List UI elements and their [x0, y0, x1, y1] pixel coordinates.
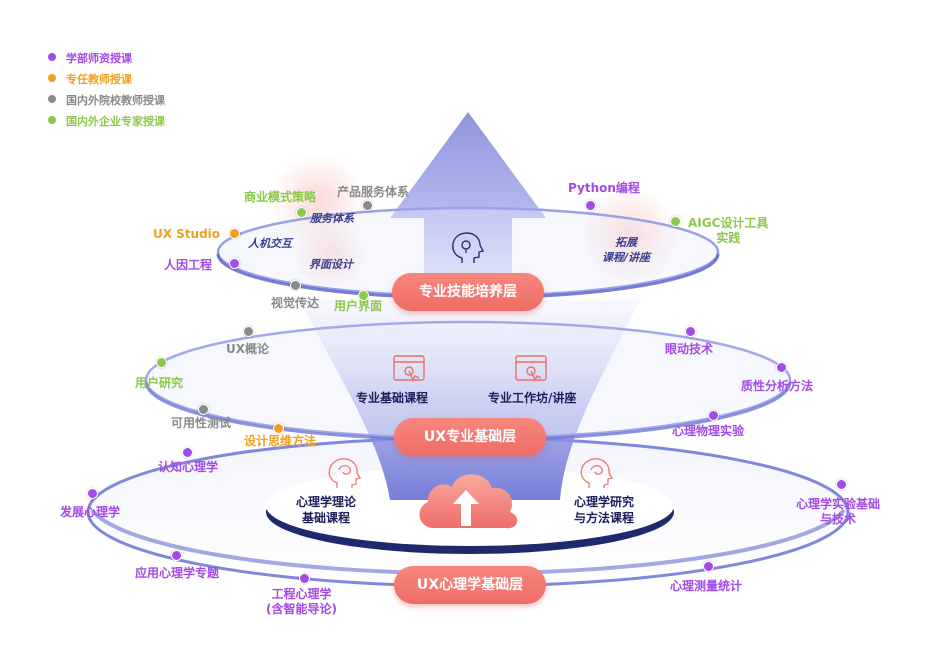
cloud-upload-icon: [419, 474, 518, 529]
course-python: Python编程: [568, 181, 640, 195]
course-cognitive-psychology: 认知心理学: [158, 460, 219, 474]
legend-label: 国内外企业专家授课: [66, 115, 165, 128]
lightbulb-head-icon: [452, 232, 485, 263]
dot-green: [156, 357, 167, 368]
legend-label: 学部师资授课: [66, 52, 132, 65]
course-aigc-tools: AIGC设计工具 实践: [688, 216, 768, 246]
growth-arrow: [390, 112, 546, 300]
aigc-line-2: 实践: [716, 231, 741, 245]
dot-purple: [171, 550, 182, 561]
legend-dot-purple: [48, 53, 56, 61]
engineering-line-2: (含智能导论): [266, 602, 337, 616]
browser-click-icon-left: [393, 355, 425, 382]
label-basic-courses: 专业基础课程: [356, 391, 429, 405]
layer-pill-bottom: UX心理学基础层: [394, 566, 546, 604]
dot-gray: [243, 326, 254, 337]
course-usability-testing: 可用性测试: [171, 416, 232, 430]
dot-purple: [299, 573, 310, 584]
dot-green: [358, 290, 369, 301]
dot-gray: [198, 404, 209, 415]
browser-click-icon-right: [515, 355, 547, 382]
bubble-hci: 人机交互: [248, 237, 292, 250]
extension-line-1: 拓展: [615, 236, 638, 249]
course-developmental-psychology: 发展心理学: [60, 505, 121, 519]
layer-pill-middle: UX专业基础层: [394, 418, 546, 456]
bubble-extension: 拓展 课程/讲座: [602, 235, 650, 265]
legend-label: 专任教师授课: [66, 73, 132, 86]
pink-blob-right: [580, 185, 680, 285]
course-human-factors: 人因工程: [164, 258, 213, 272]
extension-line-2: 课程/讲座: [602, 251, 651, 264]
course-product-service: 产品服务体系: [337, 185, 410, 199]
course-ux-intro: UX概论: [226, 342, 269, 356]
legend-dot-orange: [48, 74, 56, 82]
pink-blob-left-2: [294, 219, 366, 291]
course-psychometrics: 心理测量统计: [670, 579, 743, 593]
course-experimental-psychology: 心理学实验基础 与技术: [796, 497, 880, 527]
course-commercial-strategy: 商业模式策略: [244, 190, 317, 204]
dot-purple: [87, 488, 98, 499]
dot-purple: [708, 410, 719, 421]
dot-gray: [290, 280, 301, 291]
course-user-research: 用户研究: [135, 376, 184, 390]
dot-purple: [685, 326, 696, 337]
experiment-line-2: 与技术: [820, 512, 857, 526]
legend-label: 国内外院校教师授课: [66, 94, 165, 107]
dot-green: [296, 207, 307, 218]
course-qualitative-analysis: 质性分析方法: [741, 379, 814, 393]
label-psych-method: 心理学研究 与方法课程: [574, 494, 634, 526]
course-user-interface: 用户界面: [334, 299, 383, 313]
bubble-service-system: 服务体系: [310, 212, 354, 225]
label-workshops: 专业工作坊/讲座: [488, 391, 577, 405]
course-design-thinking: 设计思维方法: [244, 434, 317, 448]
bubble-interface-design: 界面设计: [309, 258, 353, 271]
dot-purple: [585, 200, 596, 211]
course-eye-tracking: 眼动技术: [665, 342, 714, 356]
legend-dot-green: [48, 116, 56, 124]
dot-gray: [362, 200, 373, 211]
brain-head-icon-left: [328, 458, 362, 488]
dot-purple: [836, 479, 847, 490]
brain-head-icon-right: [580, 458, 614, 488]
course-psychophysics: 心理物理实验: [672, 424, 745, 438]
engineering-line-1: 工程心理学: [271, 587, 332, 601]
dot-purple: [182, 447, 193, 458]
dot-green: [670, 216, 681, 227]
aigc-line-1: AIGC设计工具: [688, 216, 769, 230]
course-engineering-psychology: 工程心理学 (含智能导论): [266, 587, 337, 617]
course-visual-communication: 视觉传达: [271, 296, 320, 310]
dot-purple: [229, 258, 240, 269]
dot-purple: [776, 362, 787, 373]
legend-dot-gray: [48, 95, 56, 103]
psych-method-line-2: 与方法课程: [574, 511, 635, 525]
psych-method-line-1: 心理学研究: [574, 495, 635, 509]
funnel: [300, 300, 640, 500]
course-applied-psychology: 应用心理学专题: [135, 566, 220, 580]
dot-orange: [229, 228, 240, 239]
label-psych-theory: 心理学理论 基础课程: [296, 494, 356, 526]
psych-theory-line-1: 心理学理论: [296, 495, 357, 509]
dot-purple: [703, 561, 714, 572]
layer-pill-top: 专业技能培养层: [392, 273, 544, 311]
psych-theory-line-2: 基础课程: [302, 511, 351, 525]
experiment-line-1: 心理学实验基础: [796, 497, 881, 511]
dot-orange: [273, 423, 284, 434]
course-ux-studio: UX Studio: [153, 227, 221, 241]
